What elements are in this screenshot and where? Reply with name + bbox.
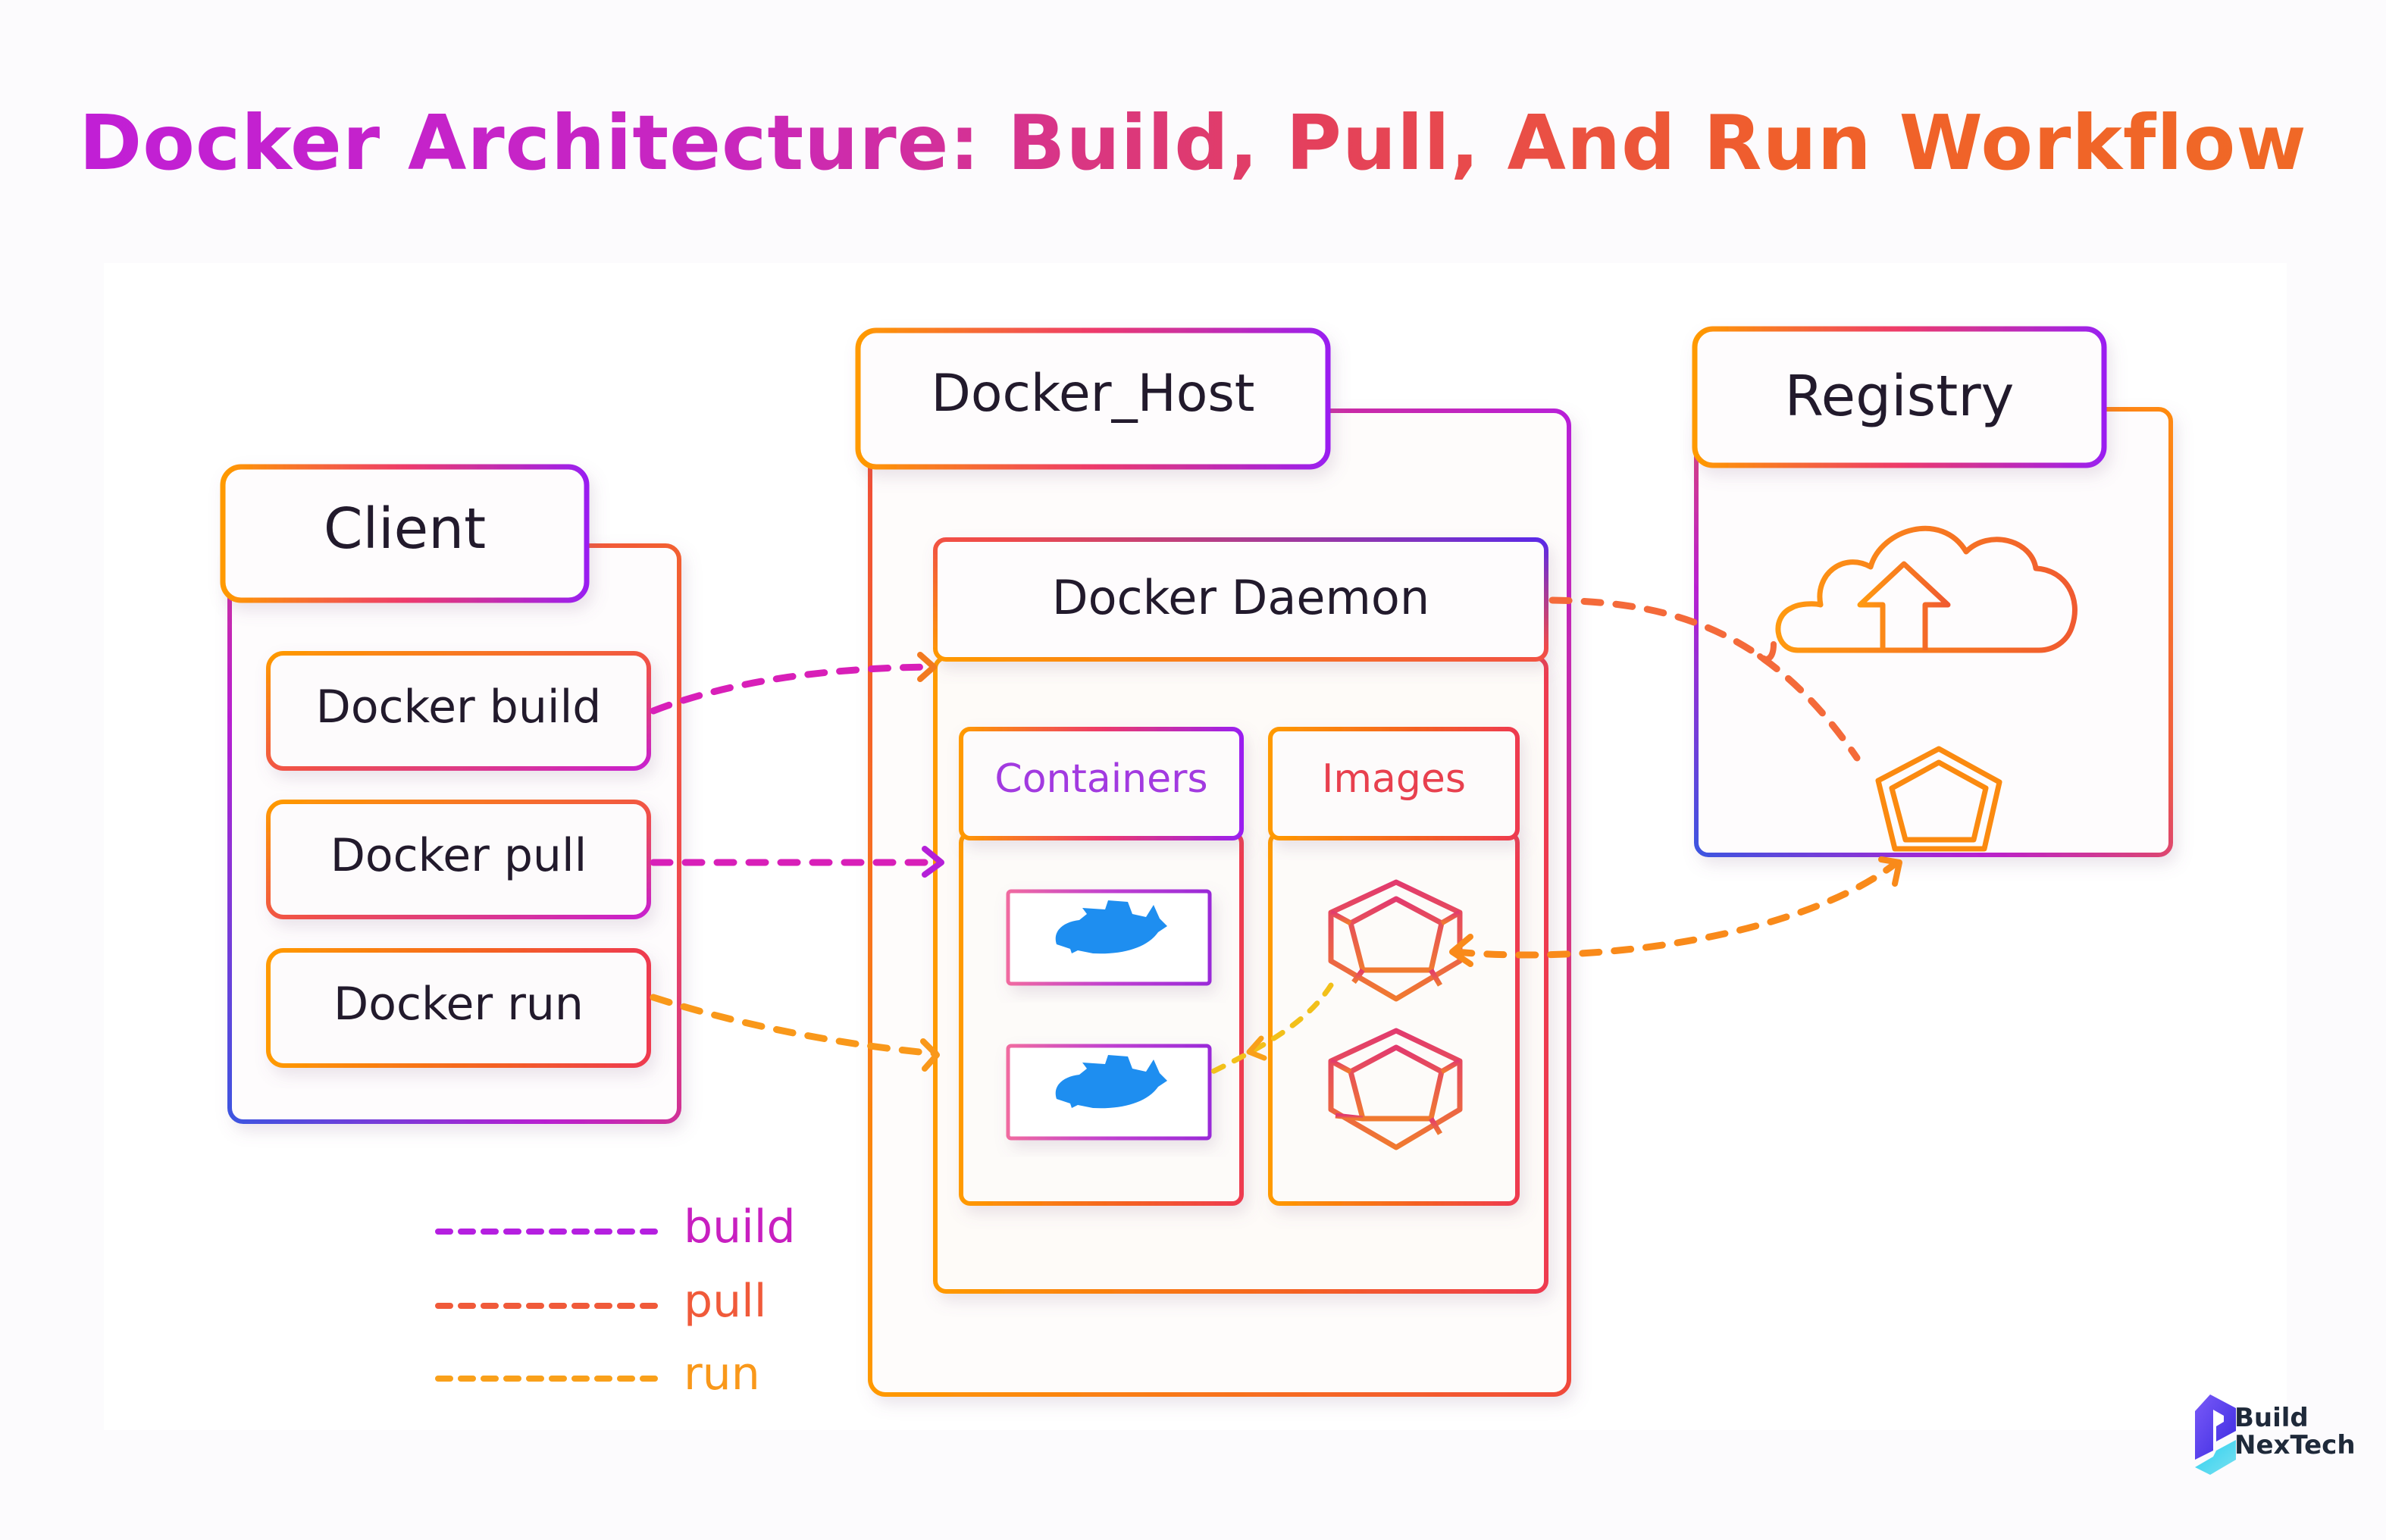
images-containers-flow-arrow — [1210, 982, 1334, 1075]
registry-images-arrowhead-left — [1449, 934, 1473, 967]
page-title: Docker Architecture: Build, Pull, And Ru… — [0, 99, 2386, 187]
docker-build-button-box[interactable] — [266, 651, 651, 771]
docker-pull-button[interactable]: Docker pull — [330, 829, 587, 882]
containers-header-box — [959, 727, 1244, 840]
registry-header-box — [1692, 326, 2107, 468]
docker-whale-icon — [1055, 1055, 1167, 1109]
build-arrowhead — [917, 652, 937, 682]
docker-host-label: Docker_Host — [931, 364, 1255, 424]
brand-line-2: NexTech — [2234, 1430, 2356, 1460]
brand-logo: Build NexTech — [2183, 1393, 2365, 1469]
pull-arrowhead — [922, 846, 944, 878]
legend-run-label: run — [684, 1348, 760, 1401]
containers-label: Containers — [994, 756, 1208, 802]
docker-build-button[interactable]: Docker build — [315, 681, 602, 734]
daemon-registry-arrowhead — [1757, 641, 1777, 662]
cloud-upload-icon — [1775, 525, 2078, 653]
run-command-flow-arrow — [650, 994, 939, 1057]
flow-arrows — [650, 596, 1902, 1075]
client-label: Client — [323, 496, 487, 562]
client-header-box — [220, 464, 590, 603]
daemon-registry-flow-arrow — [1548, 596, 1861, 762]
build-nextech-logo-icon — [2195, 1394, 2236, 1475]
legend-build-label: build — [684, 1200, 796, 1254]
docker-daemon-label: Docker Daemon — [1051, 570, 1430, 625]
docker-host-header-box — [855, 327, 1331, 470]
docker-pull-button-box[interactable] — [266, 800, 651, 919]
legend — [435, 1229, 659, 1382]
registry-images-arrowhead-right — [1878, 856, 1902, 887]
docker-run-button[interactable]: Docker run — [333, 978, 584, 1031]
client-group — [220, 464, 681, 1124]
run-arrowhead — [920, 1038, 940, 1072]
registry-image-pentagon-icon[interactable] — [1875, 746, 2002, 852]
image-gem-icon[interactable] — [1328, 1028, 1463, 1150]
images-header-box — [1268, 727, 1520, 840]
docker-whale-icon — [1055, 900, 1167, 954]
registry-group — [1692, 326, 2173, 857]
docker-host-group — [855, 327, 1571, 1397]
build-flow-arrow — [650, 663, 933, 715]
registry-images-flow-arrow — [1451, 860, 1899, 959]
images-label: Images — [1322, 756, 1466, 802]
brand-line-1: Build — [2234, 1403, 2309, 1433]
image-gem-icon[interactable] — [1328, 879, 1463, 1002]
docker-run-button-box[interactable] — [266, 948, 651, 1068]
registry-label: Registry — [1784, 364, 2015, 429]
containers-panel — [959, 831, 1244, 1206]
legend-pull-label: pull — [684, 1275, 767, 1328]
docker-daemon-header-box — [933, 537, 1548, 662]
images-containers-arrowhead — [1246, 1035, 1267, 1061]
